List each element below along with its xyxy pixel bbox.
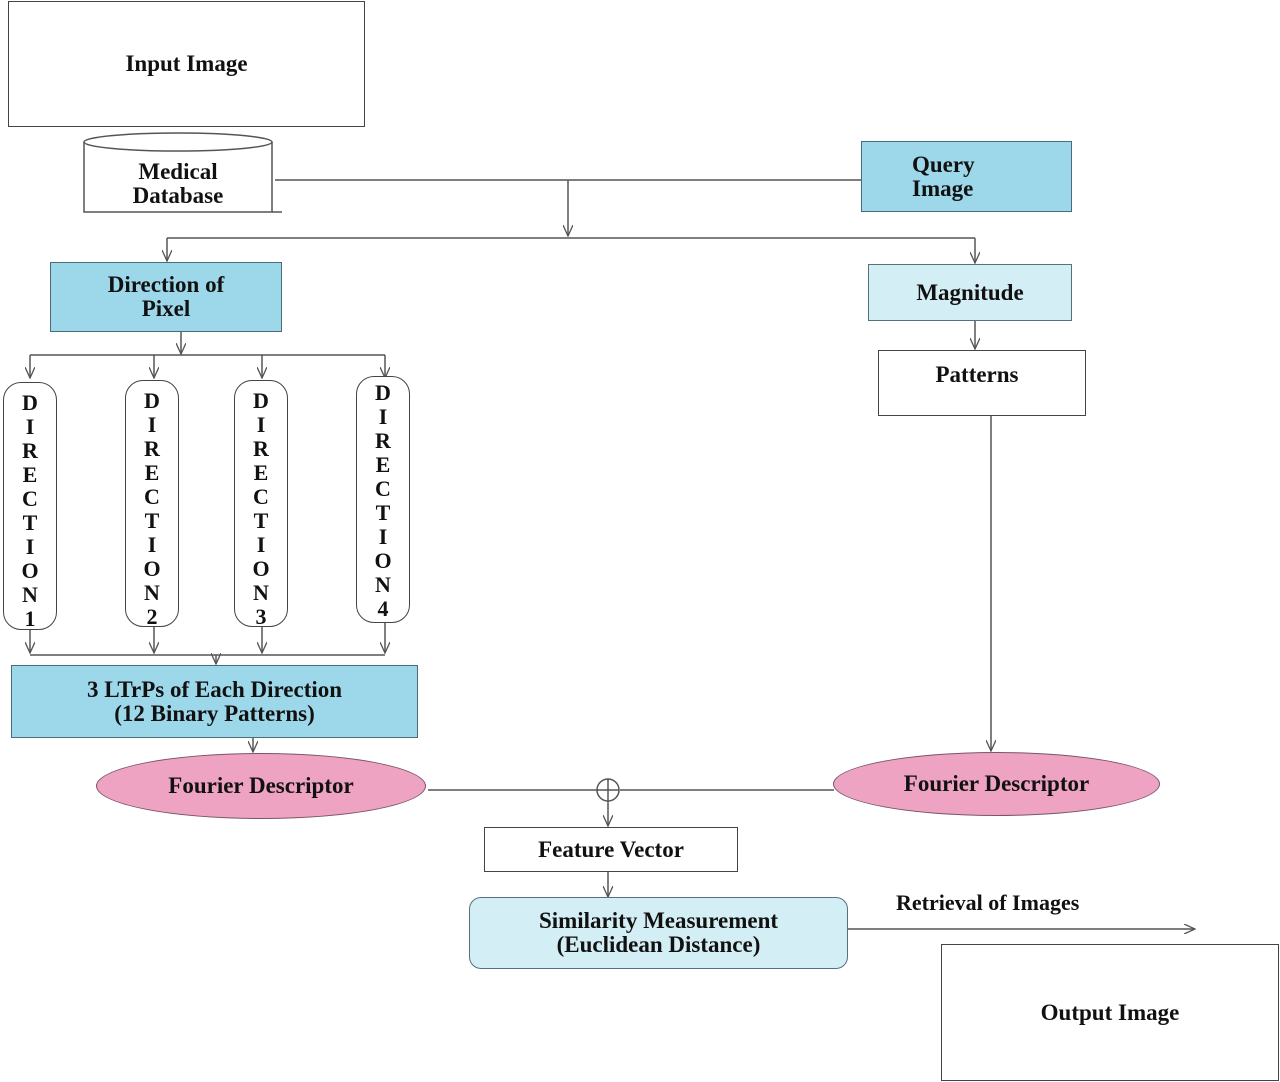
direction-1-letter: T	[22, 510, 38, 535]
output-image-box: Output Image	[941, 944, 1279, 1081]
direction-2-letter: I	[147, 412, 157, 437]
direction-4-letter: R	[375, 428, 391, 453]
database-cylinder-icon	[83, 132, 282, 213]
direction-4-letter: O	[374, 548, 392, 573]
direction-4-letter: C	[375, 476, 391, 501]
patterns-label: Patterns	[935, 362, 1019, 387]
direction-of-pixel-box: Direction of Pixel	[50, 262, 282, 332]
direction-2-letter: O	[143, 556, 161, 581]
fourier-descriptor-right-label: Fourier Descriptor	[903, 771, 1090, 796]
ltrps-line-1: 3 LTrPs of Each Direction	[86, 676, 343, 702]
direction-3-letter: C	[253, 484, 269, 509]
direction-3-letter: E	[253, 460, 269, 485]
direction-3-box: D I R E C T I O N 3	[234, 380, 288, 629]
direction-1-letter: E	[22, 462, 38, 487]
direction-1-letter: I	[25, 534, 35, 559]
direction-4-letter: E	[375, 452, 391, 477]
similarity-line-2: (Euclidean Distance)	[556, 932, 761, 957]
fourier-descriptor-left: Fourier Descriptor	[96, 753, 426, 819]
ltrps-box: 3 LTrPs of Each Direction (12 Binary Pat…	[11, 665, 418, 738]
retrieval-of-images-label: Retrieval of Images	[896, 890, 1080, 915]
similarity-line-1: Similarity Measurement	[538, 908, 779, 933]
direction-1-letter: O	[21, 558, 39, 583]
direction-4-letter: D	[375, 380, 391, 405]
direction-1-letter: R	[22, 438, 38, 463]
direction-4-letter: 4	[377, 596, 389, 621]
input-image-label: Input Image	[125, 51, 248, 76]
query-image-box: Query Image	[861, 141, 1072, 212]
direction-3-letter: O	[252, 556, 270, 581]
medical-database-line-2: Database	[132, 183, 224, 208]
direction-2-letter: N	[144, 580, 160, 605]
direction-3-letter: I	[256, 412, 266, 437]
direction-3-letter: T	[253, 508, 269, 533]
direction-2-box: D I R E C T I O N 2	[125, 380, 179, 629]
patterns-box: Patterns	[878, 350, 1086, 416]
direction-1-letter: N	[22, 582, 38, 607]
direction-4-letter: T	[375, 500, 391, 525]
direction-2-letter: E	[144, 460, 160, 485]
fourier-descriptor-right: Fourier Descriptor	[833, 752, 1160, 816]
query-image-line-1: Query	[912, 151, 975, 177]
feature-vector-label: Feature Vector	[538, 836, 684, 862]
direction-1-letter: I	[25, 414, 35, 439]
direction-4-box: D I R E C T I O N 4	[356, 376, 410, 623]
direction-4-letter: I	[378, 404, 388, 429]
direction-3-letter: R	[253, 436, 269, 461]
fourier-descriptor-left-label: Fourier Descriptor	[168, 773, 354, 798]
direction-1-letter: C	[22, 486, 38, 511]
direction-3-letter: I	[256, 532, 266, 557]
similarity-measurement-box: Similarity Measurement (Euclidean Distan…	[469, 897, 848, 969]
direction-2-letter: T	[144, 508, 160, 533]
direction-4-letter: I	[378, 524, 388, 549]
direction-1-box: D I R E C T I O N 1	[3, 382, 57, 631]
direction-of-pixel-line-2: Pixel	[141, 296, 191, 321]
output-image-label: Output Image	[1040, 999, 1180, 1025]
direction-2-letter: C	[144, 484, 160, 509]
direction-2-letter: 2	[146, 604, 158, 629]
direction-3-letter: D	[253, 388, 269, 413]
magnitude-label: Magnitude	[916, 279, 1024, 305]
medical-database-line-1: Medical	[138, 159, 218, 184]
magnitude-box: Magnitude	[868, 264, 1072, 321]
direction-1-letter: D	[22, 390, 38, 415]
direction-2-letter: I	[147, 532, 157, 557]
query-image-line-2: Image	[912, 175, 974, 201]
direction-2-letter: D	[144, 388, 160, 413]
ltrps-line-2: (12 Binary Patterns)	[114, 700, 315, 726]
medical-database-label: Medical Database	[90, 160, 266, 208]
direction-3-letter: N	[253, 580, 269, 605]
feature-vector-box: Feature Vector	[484, 827, 738, 872]
direction-of-pixel-line-1: Direction of	[107, 272, 225, 297]
direction-2-letter: R	[144, 436, 160, 461]
direction-4-letter: N	[375, 572, 391, 597]
input-image-box: Input Image	[8, 1, 365, 127]
direction-3-letter: 3	[255, 604, 267, 629]
direction-1-letter: 1	[24, 606, 36, 631]
